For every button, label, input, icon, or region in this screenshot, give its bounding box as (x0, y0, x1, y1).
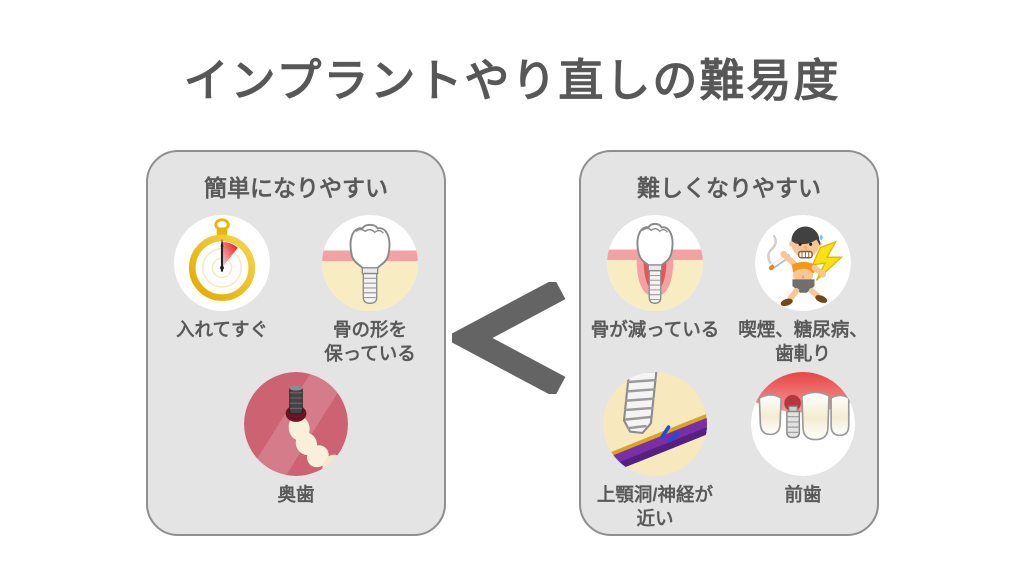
item-bone-shape-kept: 骨の形を 保っている (300, 215, 440, 366)
item-bone-loss: 骨が減っている (585, 215, 725, 342)
item-label: 上顎洞/神経が 近い (596, 484, 714, 530)
item-risk-habits: 喫煙、糖尿病、 歯軋り (733, 215, 873, 366)
stopwatch-icon (174, 215, 270, 311)
item-sinus-nerve: 上顎洞/神経が 近い (585, 372, 725, 531)
page-title: インプラントやり直しの難易度 (183, 55, 841, 106)
difficult-panel: 難しくなりやすい (579, 150, 879, 536)
item-label: 入れてすぐ (176, 319, 268, 340)
easy-row-1: 入れてすぐ 骨の形 (148, 215, 444, 366)
front-teeth-icon (751, 372, 855, 477)
item-label: 奥歯 (277, 484, 315, 506)
molar-implant-icon (244, 372, 348, 477)
easy-panel-header: 簡単になりやすい (204, 175, 388, 201)
difficult-row-1: 骨が減っている (581, 215, 877, 366)
item-front-teeth: 前歯 (733, 372, 873, 507)
less-than-symbol (443, 278, 574, 398)
easy-row-2: 奥歯 (148, 372, 444, 507)
sinus-nerve-icon (603, 372, 707, 477)
easy-panel: 簡単になりやすい (146, 150, 446, 536)
item-label: 喫煙、糖尿病、 歯軋り (738, 319, 868, 365)
item-label: 骨が減っている (590, 319, 720, 340)
item-label: 骨の形を 保っている (324, 319, 416, 365)
implant-bone-ok-icon (322, 215, 418, 311)
difficult-panel-header: 難しくなりやすい (637, 175, 821, 201)
difficult-row-2: 上顎洞/神経が 近い (581, 372, 877, 531)
item-label: 前歯 (784, 484, 822, 506)
smoker-icon (755, 215, 851, 311)
item-molar: 奥歯 (226, 372, 366, 507)
implant-bone-loss-icon (607, 215, 703, 311)
item-right-after-placement: 入れてすぐ (152, 215, 292, 342)
